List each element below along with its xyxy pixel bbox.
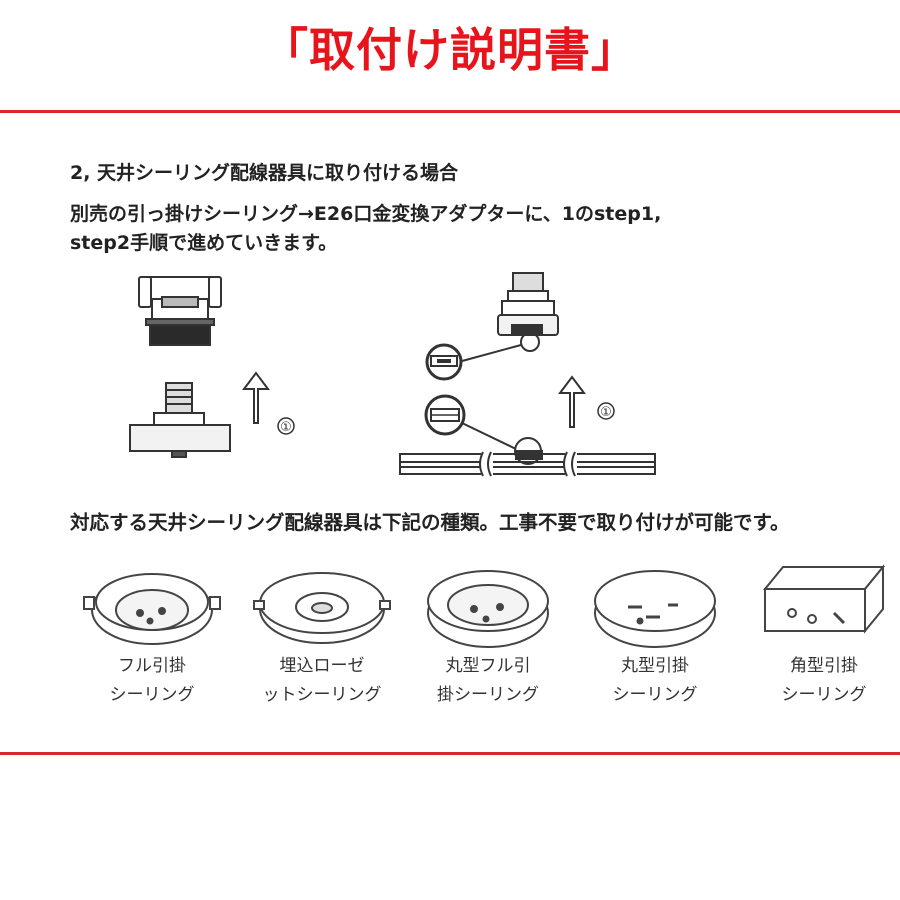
step-marker: ① (280, 420, 292, 435)
up-arrow-icon (558, 375, 586, 428)
zoom-detail-icon (425, 343, 463, 381)
fixture-illustrations (83, 564, 886, 648)
fixture-label: 角型引掛 シーリング (759, 652, 889, 710)
fixture-label-line: 丸型フル引 (445, 656, 531, 676)
fixture-label-line: フル引掛 (118, 656, 186, 676)
installation-diagram: ① ① (129, 272, 656, 478)
fixture-label-line: シーリング (612, 685, 698, 705)
fixture-label: 丸型引掛 シーリング (590, 652, 720, 710)
description-line: 別売の引っ掛けシーリング→E26口金変換アダプターに、1のstep1, (70, 203, 662, 225)
section-heading: 2, 天井シーリング配線器具に取り付ける場合 (70, 162, 459, 184)
mounted-adapter-icon (497, 272, 559, 336)
embedded-rosette-icon (253, 572, 391, 644)
round-full-hook-ceiling-icon (427, 570, 549, 648)
round-hook-ceiling-icon (594, 570, 716, 648)
zoom-detail-icon (424, 394, 466, 436)
fixture-label: 丸型フル引 掛シーリング (423, 652, 553, 710)
fixture-label: フル引掛 シーリング (87, 652, 217, 710)
fixture-label-line: 埋込ローゼ (279, 656, 365, 676)
fixture-label: 埋込ローゼ ットシーリング (257, 652, 387, 710)
compatibility-caption: 対応する天井シーリング配線器具は下記の種類。工事不要で取り付けが可能です。 (70, 511, 790, 534)
fixture-label-line: ットシーリング (262, 685, 382, 705)
fixture-label-line: シーリング (109, 685, 195, 705)
square-hook-ceiling-icon (762, 564, 886, 634)
section-description: 別売の引っ掛けシーリング→E26口金変換アダプターに、1のstep1, step… (70, 200, 661, 258)
step-marker: ① (600, 405, 612, 420)
socket-base-icon (129, 382, 231, 458)
fixture-label-line: シーリング (781, 685, 867, 705)
fixture-label-line: 角型引掛 (790, 656, 858, 676)
up-arrow-icon (242, 371, 270, 424)
bottom-divider (0, 752, 900, 755)
adapter-icon (138, 276, 222, 346)
page-title: 「取付け説明書」 (262, 23, 638, 77)
full-hook-ceiling-icon (83, 573, 221, 645)
fixture-label-line: 掛シーリング (437, 685, 539, 705)
top-divider (0, 110, 900, 113)
fixture-label-line: 丸型引掛 (621, 656, 689, 676)
description-line: step2手順で進めていきます。 (70, 232, 338, 254)
